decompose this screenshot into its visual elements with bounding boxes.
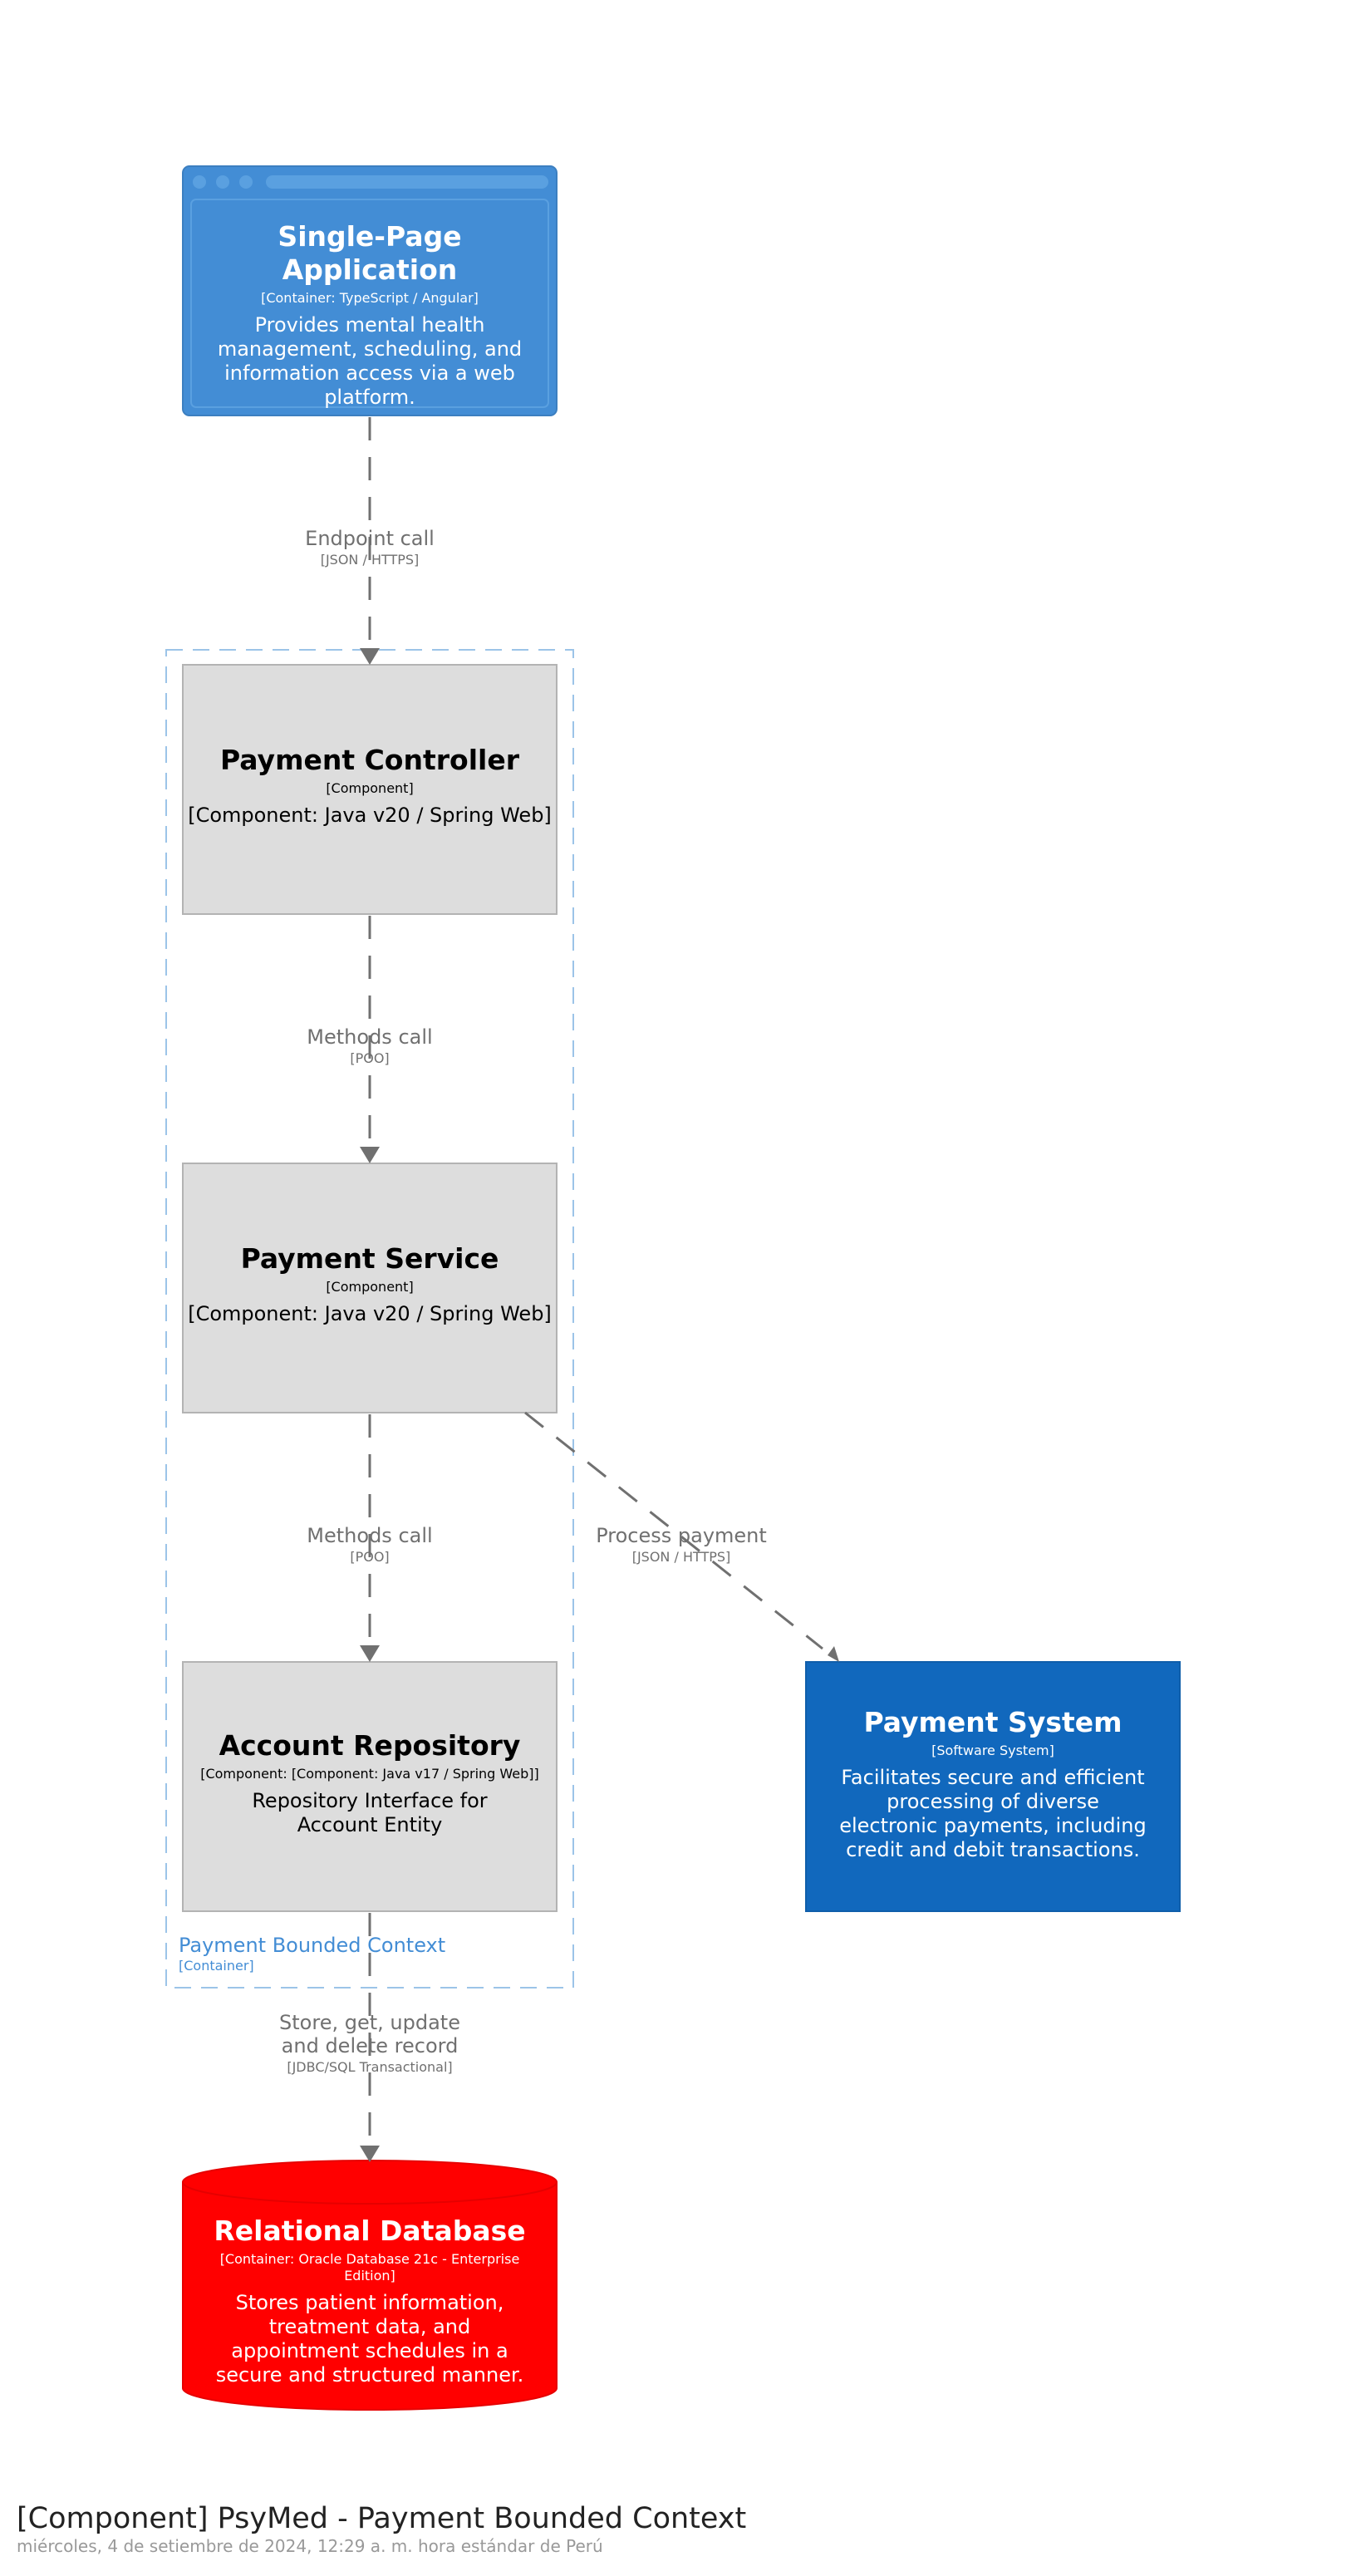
payment-system-tech: [Software System]: [931, 1743, 1054, 1758]
spa-description: Provides mental health management, sched…: [217, 313, 523, 409]
edge-label-repository-to-database-tech: [JDBC/SQL Transactional]: [287, 2059, 453, 2075]
edge-label-spa-to-controller: Endpoint call [JSON / HTTPS]: [245, 527, 494, 568]
payment-bounded-context-boundary: [165, 649, 574, 1989]
payment-controller-tech: [Component]: [326, 780, 414, 796]
payment-service-title: Payment Service: [240, 1242, 499, 1275]
edge-label-service-to-repository-tech: [POO]: [350, 1549, 390, 1565]
account-repository-title: Account Repository: [219, 1729, 521, 1762]
payment-system-box[interactable]: [805, 1661, 1181, 1912]
edge-label-service-to-payment-system: Process payment [JSON / HTTPS]: [557, 1524, 806, 1566]
edge-label-spa-to-controller-text: Endpoint call: [305, 527, 435, 550]
diagram-timestamp: miércoles, 4 de setiembre de 2024, 12:29…: [17, 2536, 603, 2556]
diagram-footer: [Component] PsyMed - Payment Bounded Con…: [17, 2501, 746, 2556]
relational-database-description: Stores patient information, treatment da…: [215, 2291, 524, 2387]
boundary-title: Payment Bounded Context: [179, 1934, 446, 1957]
arrowhead-spa-to-controller: [360, 648, 380, 665]
payment-controller-description: [Component: Java v20 / Spring Web]: [188, 804, 552, 827]
payment-service-box[interactable]: [182, 1163, 558, 1413]
spa-window[interactable]: [182, 165, 558, 416]
account-repository-description: Repository Interface for Account Entity: [252, 1789, 488, 1836]
boundary-label: Payment Bounded Context [Container]: [179, 1933, 445, 1974]
boundary-type: [Container]: [179, 1958, 254, 1974]
edge-label-controller-to-service-tech: [POO]: [350, 1050, 390, 1066]
relational-database-tech: [Container: Oracle Database 21c - Enterp…: [219, 2251, 520, 2283]
edge-label-controller-to-service-text: Methods call: [307, 1025, 433, 1049]
payment-controller-node[interactable]: Payment Controller [Component] [Componen…: [187, 744, 553, 828]
arrowhead-service-to-repository: [360, 1645, 380, 1662]
relational-database-title: Relational Database: [214, 2215, 526, 2247]
arrowhead-service-to-payment-system: [828, 1646, 839, 1662]
edge-label-spa-to-controller-tech: [JSON / HTTPS]: [320, 552, 420, 568]
account-repository-tech: [Component: [Component: Java v17 / Sprin…: [200, 1766, 539, 1782]
payment-service-node[interactable]: Payment Service [Component] [Component: …: [187, 1242, 553, 1326]
payment-controller-title: Payment Controller: [220, 744, 519, 776]
edge-label-service-to-payment-system-tech: [JSON / HTTPS]: [631, 1549, 731, 1565]
spa-tech: [Container: TypeScript / Angular]: [261, 290, 479, 306]
relational-database-cylinder[interactable]: [182, 2160, 558, 2411]
arrowhead-controller-to-service: [360, 1147, 380, 1163]
edge-label-service-to-repository-text: Methods call: [307, 1524, 433, 1547]
payment-system-title: Payment System: [863, 1706, 1122, 1738]
payment-system-node[interactable]: Payment System [Software System] Facilit…: [810, 1706, 1176, 1862]
edge-label-repository-to-database-text: Store, get, update and delete record: [279, 2011, 460, 2057]
edge-label-service-to-payment-system-text: Process payment: [596, 1524, 767, 1547]
spa-node[interactable]: Single-Page Application [Container: Type…: [195, 220, 544, 410]
diagram-title: [Component] PsyMed - Payment Bounded Con…: [17, 2502, 747, 2535]
edge-label-repository-to-database: Store, get, update and delete record [JD…: [270, 2011, 469, 2076]
account-repository-node[interactable]: Account Repository [Component: [Componen…: [187, 1729, 553, 1837]
payment-system-description: Facilitates secure and efficient process…: [839, 1766, 1147, 1861]
payment-service-description: [Component: Java v20 / Spring Web]: [188, 1302, 552, 1325]
payment-service-tech: [Component]: [326, 1279, 414, 1295]
spa-title: Single-Page Application: [278, 220, 462, 286]
edge-label-service-to-repository: Methods call [POO]: [245, 1524, 494, 1566]
relational-database-node[interactable]: Relational Database [Container: Oracle D…: [195, 2215, 544, 2387]
payment-controller-box[interactable]: [182, 664, 558, 915]
arrowhead-repository-to-database: [360, 2146, 380, 2162]
edge-label-controller-to-service: Methods call [POO]: [245, 1025, 494, 1067]
